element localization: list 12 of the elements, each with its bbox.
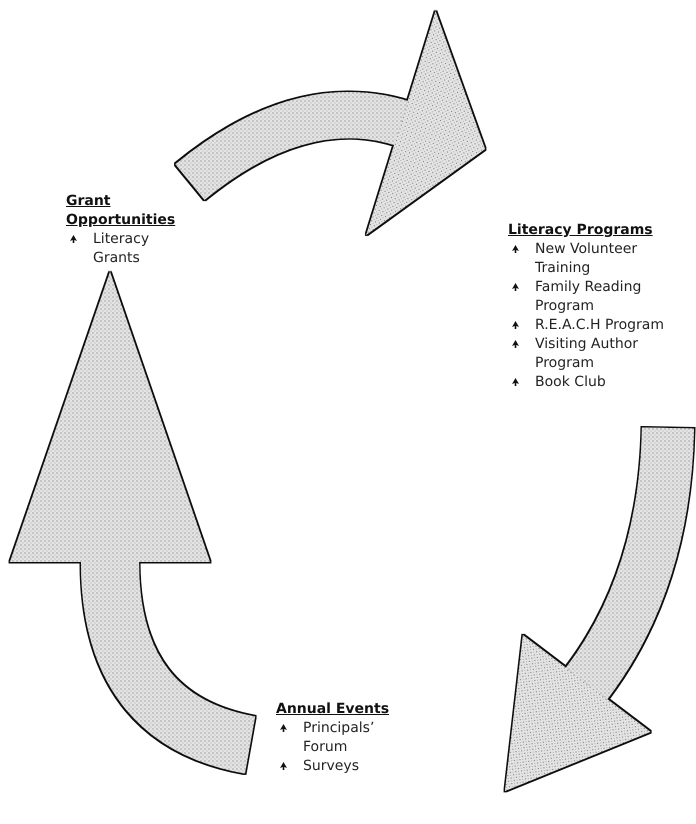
list-item: Literacy Grants: [93, 230, 150, 268]
section-heading: Grant Opportunities: [66, 192, 176, 230]
list-item: Principals’ Forum: [303, 719, 376, 757]
list-item: Surveys: [303, 757, 359, 776]
list-item: Book Club: [535, 373, 606, 392]
list-item: Family Reading Program: [535, 278, 642, 316]
section-heading: Literacy Programs: [508, 221, 653, 240]
list-item: Visiting Author Program: [535, 335, 640, 373]
section-heading: Annual Events: [276, 700, 390, 719]
list-item: New Volunteer Training: [535, 240, 638, 278]
curved-block-arrow: [10, 272, 256, 774]
list-item: R.E.A.C.H Program: [535, 316, 664, 335]
